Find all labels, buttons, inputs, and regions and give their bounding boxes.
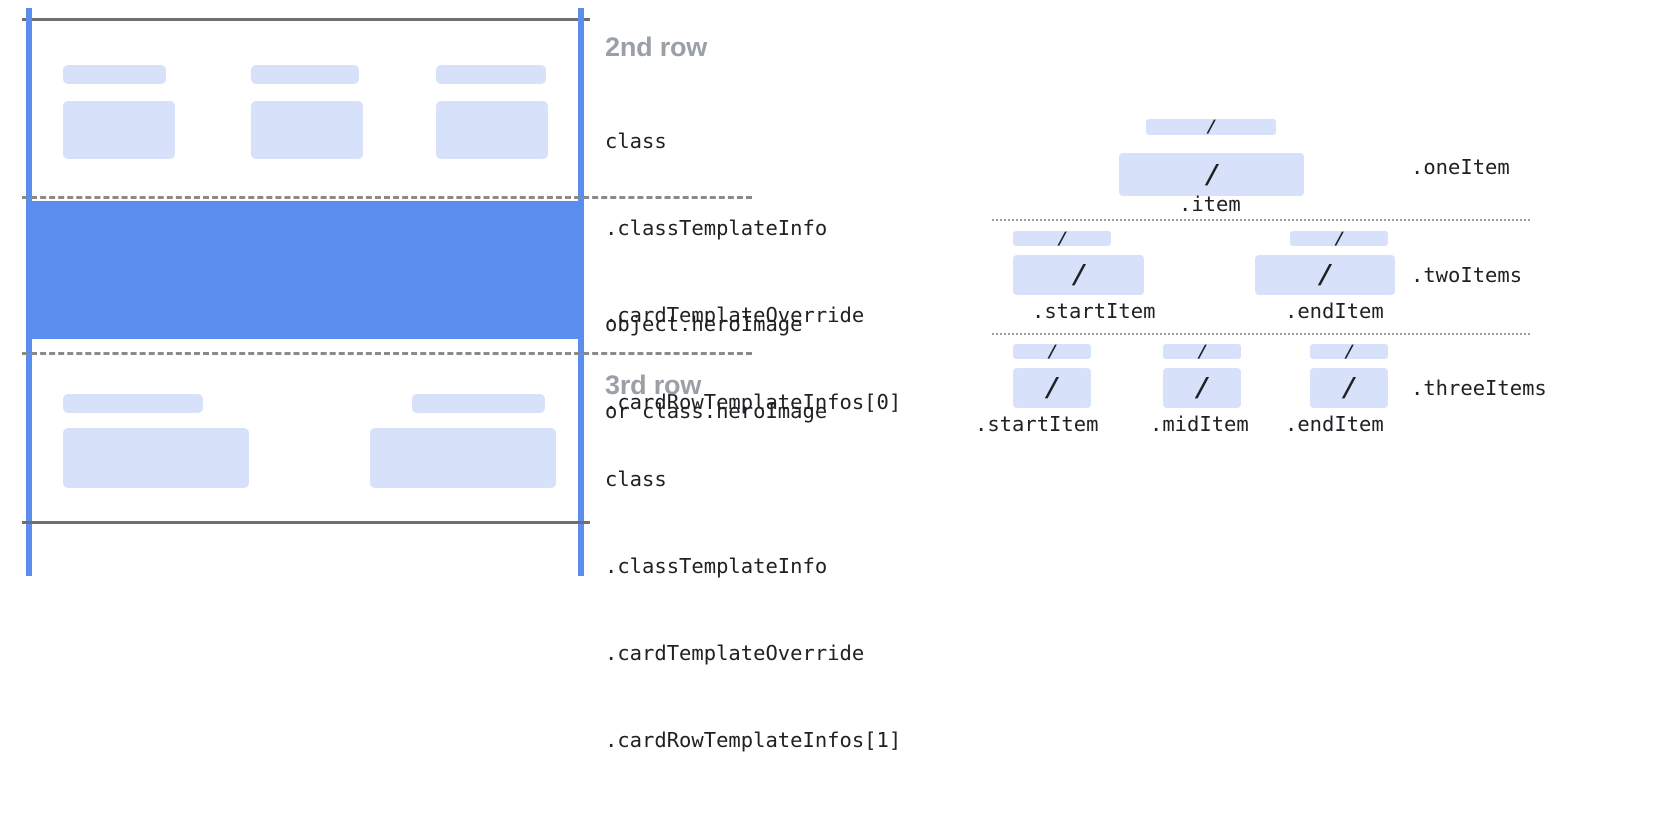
item-bar-three-3: / [1310,341,1388,362]
item-box-two-1: / [1013,255,1144,295]
second-row-code-line: .cardRowTemplateInfos[0] [605,389,902,414]
slash-glyph: / [1196,341,1208,362]
item-bar-one-1: / [1146,117,1276,137]
placeholder-title-2 [251,65,359,84]
placeholder-body-4 [63,428,249,488]
item-box-three-1: / [1013,368,1091,408]
hero-row-code-line: or class.heroImage [605,399,828,423]
annotation-hero-row: object.heroImage or class.heroImage [605,252,827,484]
placeholder-body-2 [251,101,363,159]
third-row-code-line: .classTemplateInfo [605,553,828,578]
annotation-second-row: 2nd row class .classTemplateInfo .cardTe… [605,32,902,475]
slash-glyph: / [1340,373,1358,403]
item-bar-two-1: / [1013,228,1111,249]
item-bar-three-2: / [1163,341,1241,362]
item-box-one-1: / [1119,153,1304,196]
slash-glyph: / [1193,373,1211,403]
item-bar-two-2: / [1290,228,1388,249]
row-label-three-items: .threeItems [1411,376,1547,400]
third-row-code-line: class [605,466,667,491]
third-row-code-line: .cardRowTemplateInfos[1] [605,727,902,752]
card-top-rule [22,18,590,21]
hero-row-code-line: object.heroImage [605,312,803,336]
item-box-three-3: / [1310,368,1388,408]
row-divider-bottom [22,352,752,355]
hero-image-band [29,201,584,339]
second-row-code-line: class [605,128,667,153]
diagram-canvas: 2nd row class .classTemplateInfo .cardTe… [22,8,1547,752]
item-caption-start-two: .startItem [1032,299,1156,323]
row-divider-top [22,196,752,199]
item-caption-start-three: .startItem [975,412,1099,436]
slash-glyph: / [1202,159,1221,190]
second-row-code-line: .classTemplateInfo [605,215,828,240]
item-bar-three-1: / [1013,341,1091,362]
card-bottom-rule [22,521,590,524]
slash-glyph: / [1205,117,1217,137]
row-label-two-items: .twoItems [1411,263,1523,287]
item-row-separator-2 [992,333,1530,335]
placeholder-title-5 [412,394,545,413]
item-caption-end-two: .endItem [1285,299,1384,323]
annotation-third-row: 3rd row class .classTemplateInfo .cardTe… [605,370,902,813]
placeholder-body-3 [436,101,548,159]
slash-glyph: / [1343,341,1355,362]
slash-glyph: / [1333,228,1345,249]
placeholder-body-5 [370,428,556,488]
slash-glyph: / [1316,260,1334,290]
placeholder-title-4 [63,394,203,413]
slash-glyph: / [1056,228,1068,249]
item-caption-end-three: .endItem [1285,412,1384,436]
placeholder-title-3 [436,65,546,84]
third-row-code-line: .cardTemplateOverride [605,640,865,665]
item-row-separator-1 [992,219,1530,221]
item-box-two-2: / [1255,255,1395,295]
third-row-heading: 3rd row [605,370,702,400]
slash-glyph: / [1069,260,1088,290]
item-caption-item: .item [1179,192,1241,216]
placeholder-title-1 [63,65,166,84]
row-label-one-item: .oneItem [1411,155,1510,179]
placeholder-body-1 [63,101,175,159]
slash-glyph: / [1046,341,1058,362]
second-row-code-line: .cardTemplateOverride [605,302,865,327]
item-caption-mid-three: .midItem [1150,412,1249,436]
item-box-three-2: / [1163,368,1241,408]
second-row-heading: 2nd row [605,32,708,62]
slash-glyph: / [1043,373,1061,403]
